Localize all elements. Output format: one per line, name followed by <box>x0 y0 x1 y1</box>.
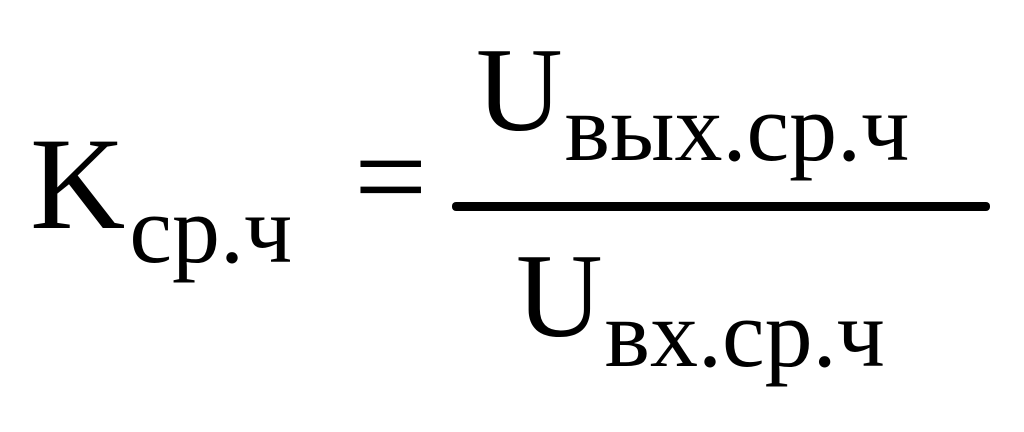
numerator: Uвых.ср.ч <box>476 23 909 176</box>
numerator-subscript: вых.ср.ч <box>564 74 910 181</box>
equals-sign: = <box>354 105 428 249</box>
denominator-subscript: вх.ср.ч <box>604 280 885 387</box>
lhs-subscript: ср.ч <box>129 176 293 283</box>
lhs-term: Kср.ч <box>30 118 292 318</box>
numerator-symbol: U <box>476 23 563 156</box>
denominator-symbol: U <box>516 229 603 362</box>
lhs-symbol: K <box>30 110 126 257</box>
fraction-bar <box>452 202 990 211</box>
denominator: Uвх.ср.ч <box>516 229 885 382</box>
